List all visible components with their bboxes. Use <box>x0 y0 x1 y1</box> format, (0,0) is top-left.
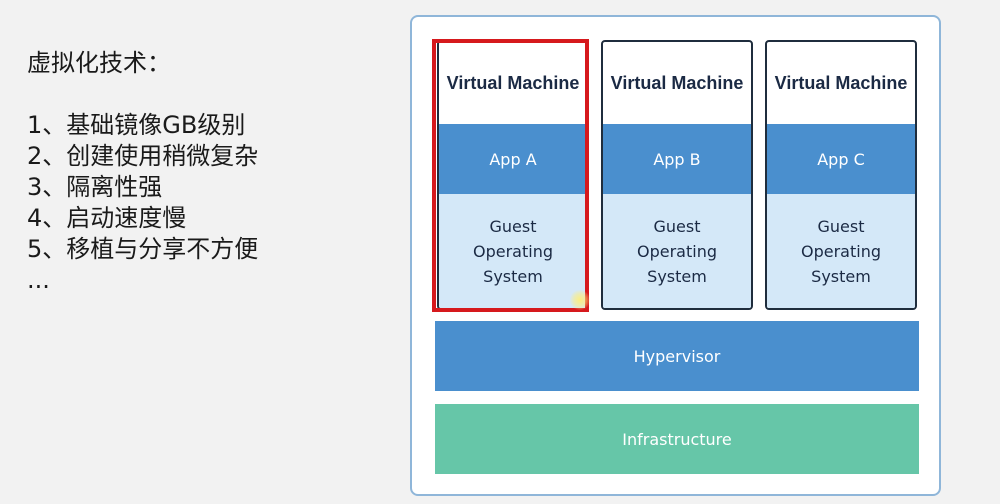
note-item: 3、隔离性强 <box>27 173 163 201</box>
virtualization-notes: 虚拟化技术： 1、基础镜像GB级别 2、创建使用稍微复杂 3、隔离性强 4、启动… <box>27 48 258 296</box>
notes-heading: 虚拟化技术： <box>27 49 171 77</box>
cursor-highlight-icon <box>570 290 590 310</box>
virtual-machine-a: Virtual Machine App A Guest Operating Sy… <box>437 40 589 310</box>
note-item: 1、基础镜像GB级别 <box>27 111 246 139</box>
virtual-machine-c: Virtual Machine App C Guest Operating Sy… <box>765 40 917 310</box>
virtual-machine-b: Virtual Machine App B Guest Operating Sy… <box>601 40 753 310</box>
note-item: 5、移植与分享不方便 <box>27 235 259 263</box>
hypervisor-layer: Hypervisor <box>435 321 919 391</box>
app-block: App B <box>603 124 751 194</box>
vm-title: Virtual Machine <box>774 72 908 93</box>
vm-title: Virtual Machine <box>446 72 580 93</box>
app-block: App C <box>767 124 915 194</box>
note-item: 2、创建使用稍微复杂 <box>27 142 259 170</box>
guest-os-block: Guest Operating System <box>767 194 915 308</box>
note-ellipsis: ... <box>27 266 50 294</box>
guest-os-block: Guest Operating System <box>439 194 587 308</box>
guest-os-block: Guest Operating System <box>603 194 751 308</box>
infrastructure-layer: Infrastructure <box>435 404 919 474</box>
app-block: App A <box>439 124 587 194</box>
note-item: 4、启动速度慢 <box>27 204 187 232</box>
vm-title: Virtual Machine <box>610 72 744 93</box>
